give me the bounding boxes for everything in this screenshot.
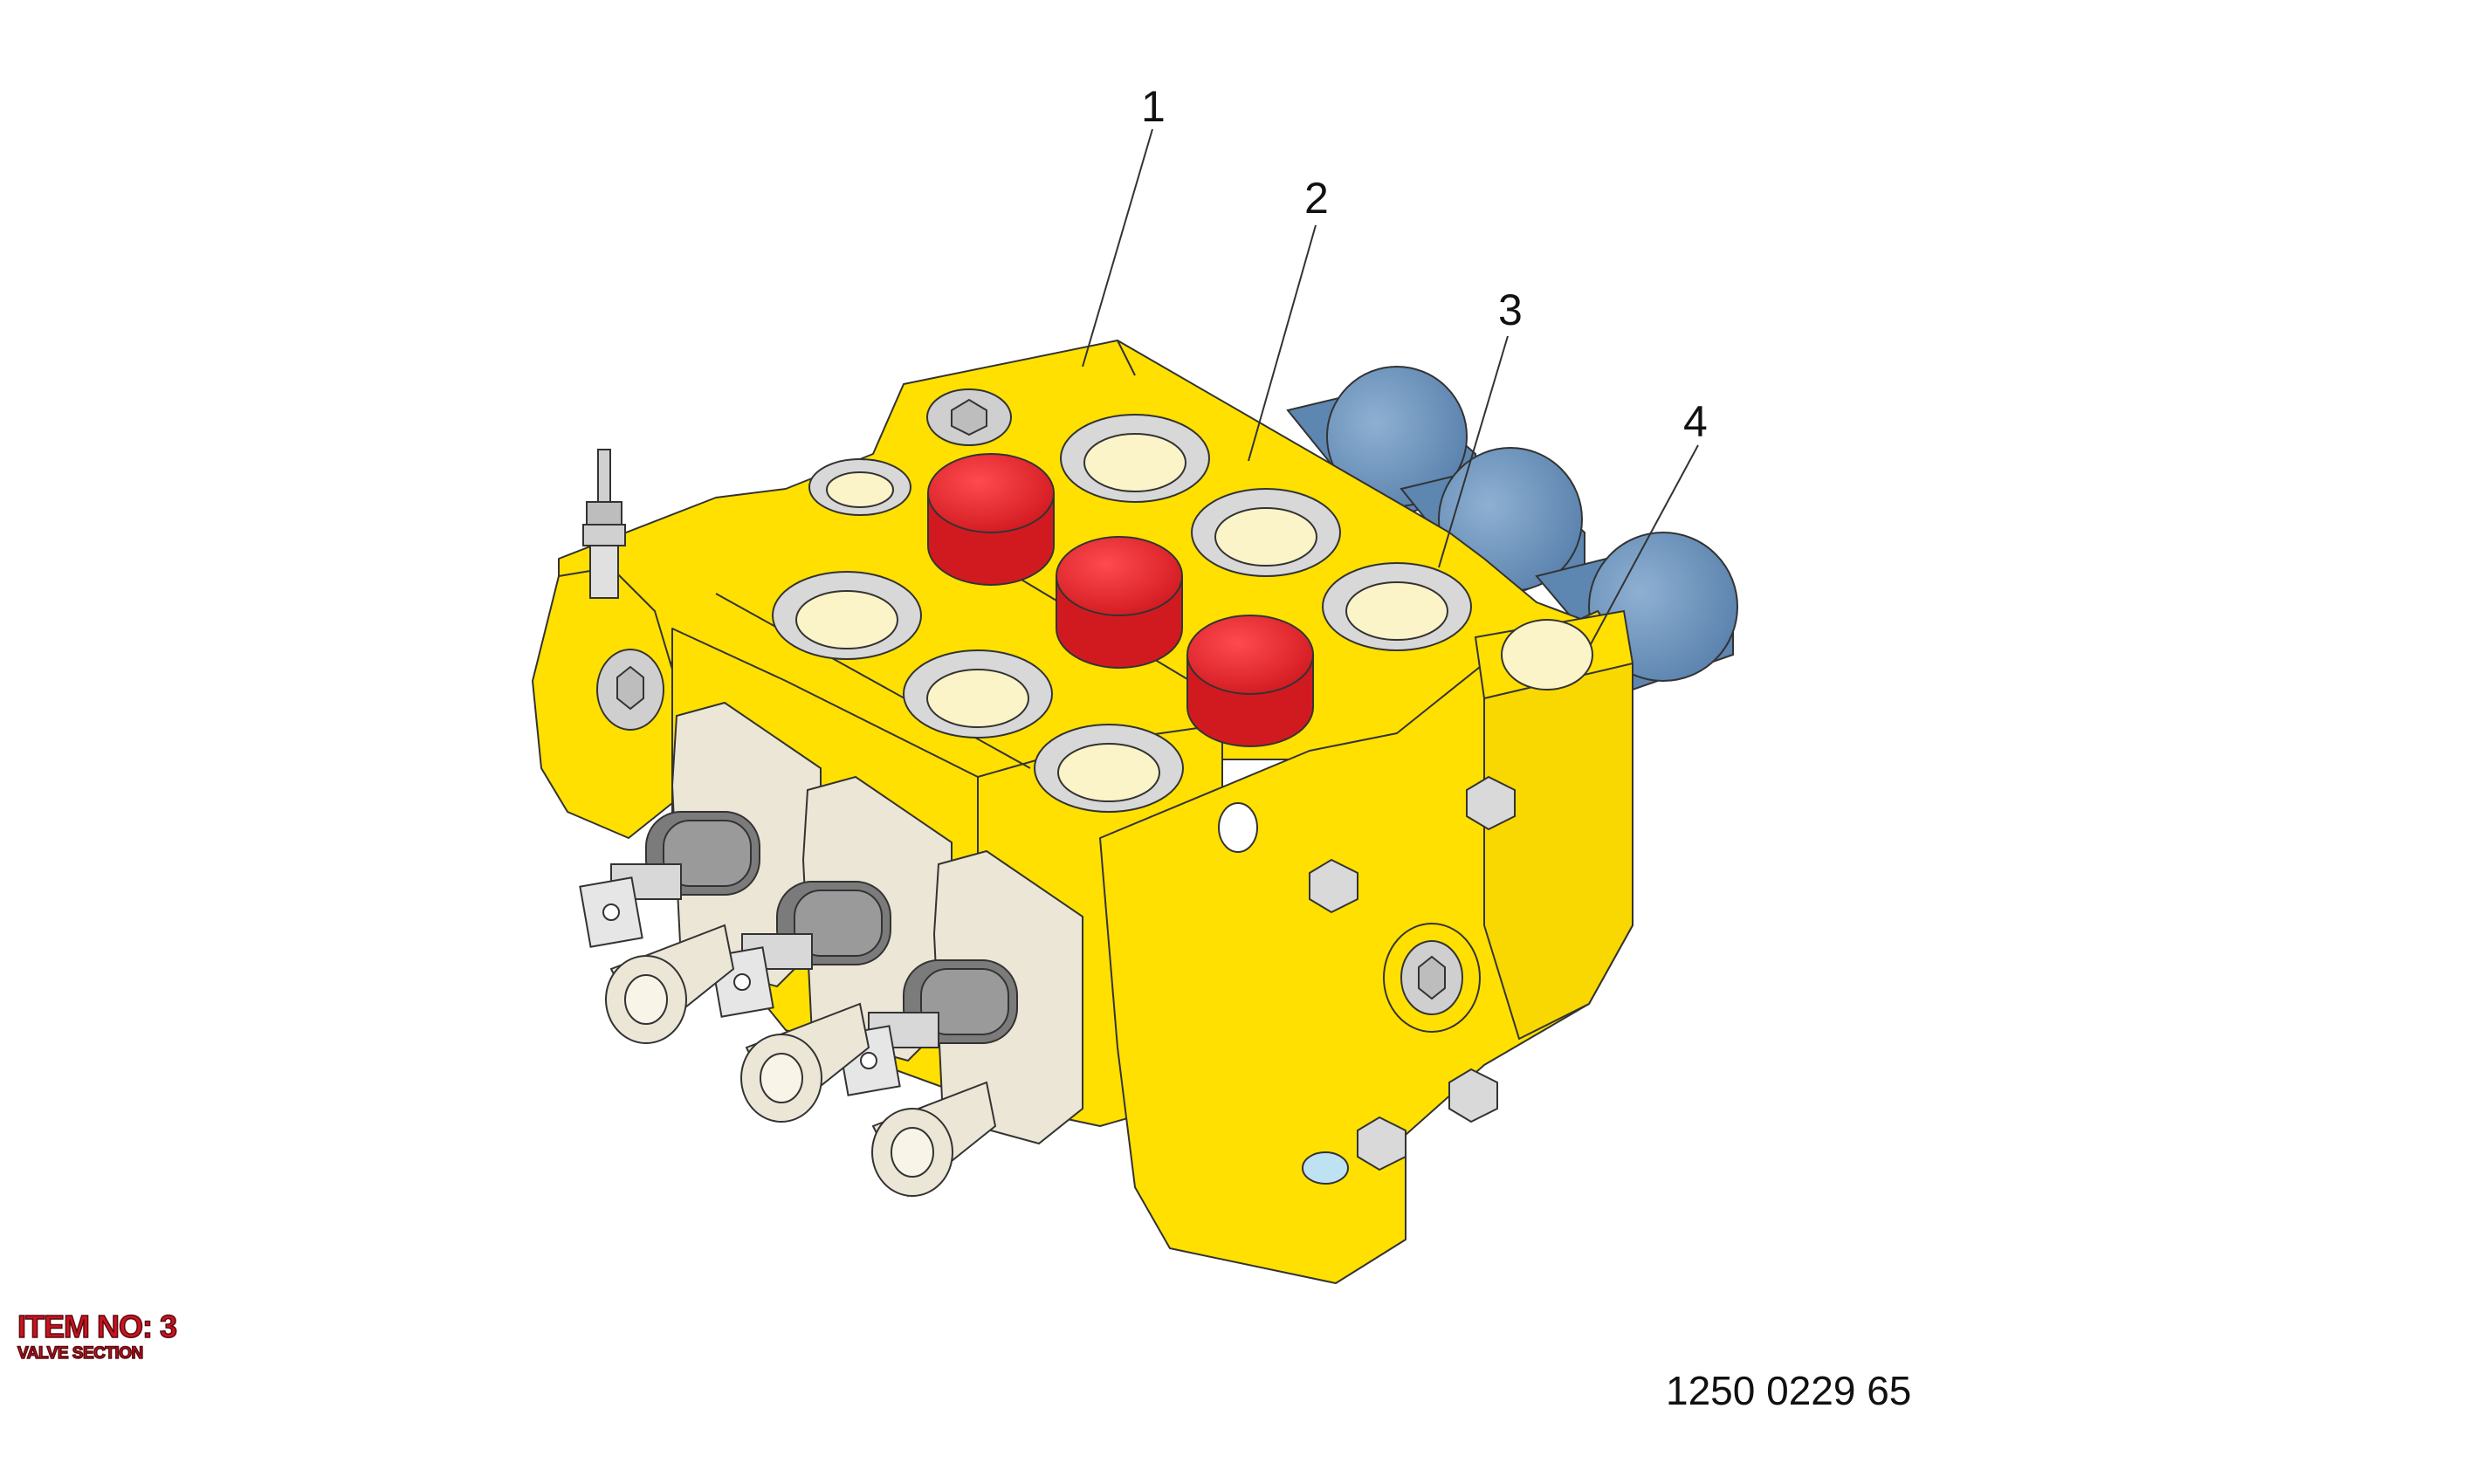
hex-nut-2 xyxy=(1309,858,1358,914)
port-end-right xyxy=(1474,609,1634,700)
ports xyxy=(772,414,1634,813)
spool-2 xyxy=(710,881,891,1018)
item-description: VALVE SECTION xyxy=(17,1343,144,1363)
solenoid-coil-3 xyxy=(1535,532,1738,691)
mount-hole xyxy=(1302,1151,1349,1185)
leader-line-2 xyxy=(1248,224,1317,462)
hex-plug-left xyxy=(596,649,664,731)
item-label: ITEM NO: 3 VALVE SECTION xyxy=(17,1309,178,1364)
port-top-1 xyxy=(1060,414,1210,503)
port-top-6 xyxy=(1034,724,1184,813)
leader-lines xyxy=(1082,128,1699,645)
red-cap-2 xyxy=(1056,536,1183,669)
leader-line-1 xyxy=(1082,128,1153,368)
item-number: ITEM NO: 3 xyxy=(17,1309,178,1344)
red-cap-3 xyxy=(1186,615,1314,747)
lever-assemblies xyxy=(579,701,1083,1198)
spool-1 xyxy=(579,811,760,948)
hex-nut-3 xyxy=(1448,1068,1498,1123)
port-top-4 xyxy=(772,571,922,660)
leader-line-3 xyxy=(1438,335,1509,568)
callout-4: 4 xyxy=(1683,397,1708,446)
hex-plug-top xyxy=(926,388,1012,446)
mount-hole-2 xyxy=(1218,802,1258,853)
hex-nut-1 xyxy=(1466,775,1516,831)
port-small-left xyxy=(808,458,911,516)
callout-3: 3 xyxy=(1498,285,1523,334)
spool-3 xyxy=(836,959,1018,1096)
red-cap-1 xyxy=(927,453,1055,586)
callout-1: 1 xyxy=(1141,82,1166,131)
red-caps xyxy=(927,453,1314,747)
clevis-1 xyxy=(605,924,735,1044)
callout-2: 2 xyxy=(1304,174,1329,223)
leader-line-4 xyxy=(1590,444,1699,645)
solenoid-coils xyxy=(1286,366,1738,691)
clevis-2 xyxy=(740,1002,870,1123)
hex-nut-4 xyxy=(1357,1116,1407,1171)
hex-plug-right xyxy=(1383,923,1481,1033)
port-top-2 xyxy=(1191,488,1341,577)
drawing-number: 1250 0229 65 xyxy=(1666,1368,1912,1413)
port-top-3 xyxy=(1322,562,1472,651)
clevis-3 xyxy=(871,1081,997,1198)
stud-bolt xyxy=(582,449,626,599)
port-top-5 xyxy=(903,649,1053,739)
